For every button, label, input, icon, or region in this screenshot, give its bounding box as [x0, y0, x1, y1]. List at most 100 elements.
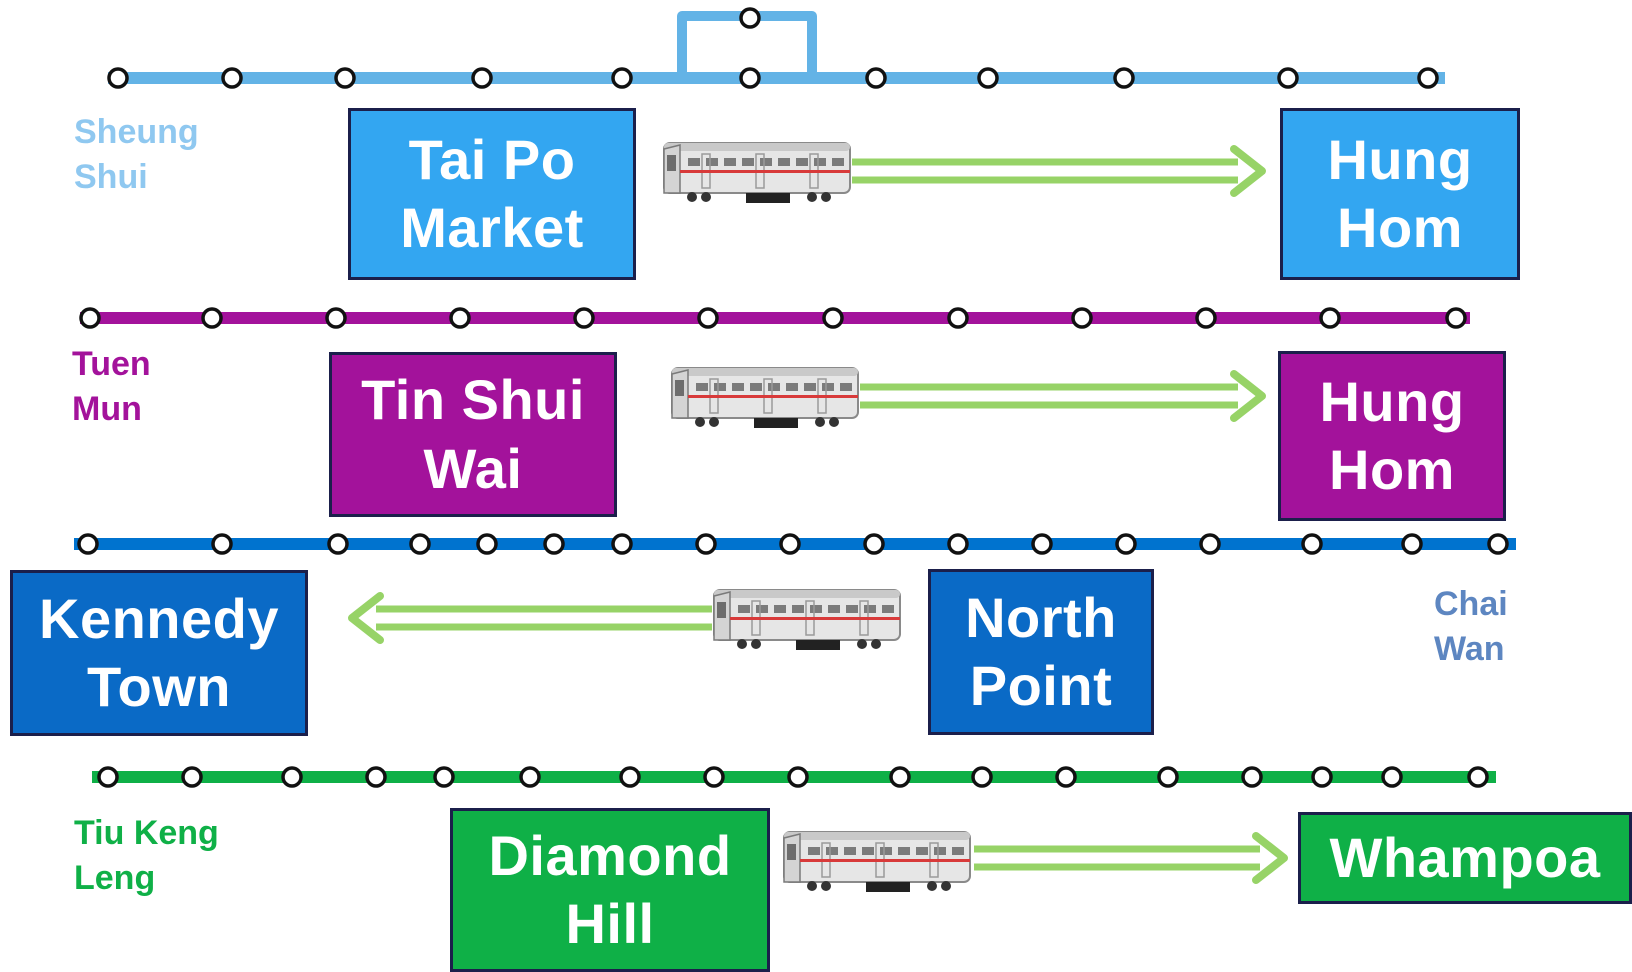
station-box-hung-hom-east-rail[interactable]: Hung Hom — [1280, 108, 1520, 280]
station-name-line-2: Point — [969, 654, 1113, 717]
station-dot[interactable] — [471, 67, 493, 89]
station-dot[interactable] — [221, 67, 243, 89]
station-name-line-1: Tai Po — [408, 127, 576, 191]
station-dot[interactable] — [947, 307, 969, 329]
arrow-right-icon — [852, 145, 1266, 197]
terminus-line-1: Tuen — [72, 345, 151, 383]
terminus-line-1: Sheung — [74, 113, 199, 151]
station-dot[interactable] — [334, 67, 356, 89]
terminus-line-2: Leng — [74, 858, 156, 897]
station-dot[interactable] — [697, 307, 719, 329]
station-dot[interactable] — [889, 766, 911, 788]
station-dot[interactable] — [703, 766, 725, 788]
station-dot[interactable] — [476, 533, 498, 555]
train-icon — [783, 831, 971, 893]
kwun-tong-line — [92, 766, 1496, 788]
station-dot[interactable] — [97, 766, 119, 788]
station-dot[interactable] — [1157, 766, 1179, 788]
station-dot[interactable] — [1319, 307, 1341, 329]
station-dot[interactable] — [325, 307, 347, 329]
station-dot[interactable] — [433, 766, 455, 788]
station-dot[interactable] — [327, 533, 349, 555]
station-name-line-1: Hung — [1319, 369, 1465, 433]
station-dot[interactable] — [619, 766, 641, 788]
station-dot[interactable] — [1195, 307, 1217, 329]
station-dot[interactable] — [1031, 533, 1053, 555]
station-dot[interactable] — [779, 533, 801, 555]
station-dot[interactable] — [409, 533, 431, 555]
station-dot[interactable] — [1487, 533, 1509, 555]
station-dot[interactable] — [1381, 766, 1403, 788]
station-dot[interactable] — [77, 533, 99, 555]
station-box-north-point[interactable]: North Point — [928, 569, 1154, 735]
station-name-line-2: Hom — [1329, 438, 1455, 501]
station-name-line-1: Tin Shui — [361, 368, 585, 432]
station-dot[interactable] — [281, 766, 303, 788]
arrow-right-icon — [860, 370, 1266, 422]
station-dot[interactable] — [739, 67, 761, 89]
station-dot[interactable] — [977, 67, 999, 89]
station-dot[interactable] — [1071, 307, 1093, 329]
station-box-kennedy-town[interactable]: Kennedy Town — [10, 570, 308, 736]
station-dot[interactable] — [1311, 766, 1333, 788]
terminus-label-sheung-shui: Sheung Shui — [74, 110, 199, 200]
tuen-ma-line — [79, 307, 1470, 329]
station-dot[interactable] — [519, 766, 541, 788]
terminus-line-2: Shui — [74, 157, 148, 196]
station-dot[interactable] — [181, 766, 203, 788]
station-dot[interactable] — [1417, 67, 1439, 89]
train-icon — [663, 142, 851, 204]
station-name-line-2: Wai — [423, 436, 523, 500]
station-dot[interactable] — [1115, 533, 1137, 555]
station-name-line-2: Town — [86, 655, 232, 718]
station-box-tin-shui-wai[interactable]: Tin Shui Wai — [329, 352, 617, 517]
station-dot[interactable] — [211, 533, 233, 555]
station-dot[interactable] — [1401, 533, 1423, 555]
station-box-tai-po-market[interactable]: Tai Po Market — [348, 108, 636, 280]
terminus-line-1: Tiu Keng — [74, 814, 219, 852]
terminus-line-2: Wan — [1434, 629, 1505, 668]
station-name-line-1: Whampoa — [1329, 825, 1601, 889]
station-dot[interactable] — [1113, 67, 1135, 89]
station-dot[interactable] — [1241, 766, 1263, 788]
station-dot[interactable] — [787, 766, 809, 788]
station-dot[interactable] — [573, 307, 595, 329]
station-dot[interactable] — [822, 307, 844, 329]
station-dot[interactable] — [947, 533, 969, 555]
terminus-line-2: Mun — [72, 389, 142, 428]
station-dot[interactable] — [865, 67, 887, 89]
station-box-diamond-hill[interactable]: Diamond Hill — [450, 808, 770, 972]
station-name-line-2: Hom — [1337, 196, 1463, 259]
station-dot[interactable] — [1445, 307, 1467, 329]
station-name-line-1: North — [965, 585, 1117, 649]
station-box-whampoa[interactable]: Whampoa — [1298, 812, 1632, 904]
station-dot[interactable] — [1467, 766, 1489, 788]
station-box-hung-hom-tuen-ma[interactable]: Hung Hom — [1278, 351, 1506, 521]
station-dot[interactable] — [79, 307, 101, 329]
station-dot[interactable] — [107, 67, 129, 89]
station-dot[interactable] — [1277, 67, 1299, 89]
terminus-line-1: Chai — [1434, 585, 1508, 623]
arrow-right-icon — [974, 832, 1288, 884]
station-dot[interactable] — [449, 307, 471, 329]
train-icon — [713, 589, 901, 651]
station-dot[interactable] — [611, 533, 633, 555]
east-rail-line — [107, 7, 1445, 89]
station-dot[interactable] — [201, 307, 223, 329]
terminus-label-tuen-mun: Tuen Mun — [72, 342, 151, 432]
island-line — [74, 533, 1516, 555]
station-dot[interactable] — [863, 533, 885, 555]
station-dot[interactable] — [1055, 766, 1077, 788]
station-dot[interactable] — [695, 533, 717, 555]
train-icon — [671, 367, 859, 429]
station-dot[interactable] — [365, 766, 387, 788]
station-dot[interactable] — [611, 67, 633, 89]
station-dot[interactable] — [1199, 533, 1221, 555]
arrow-left-icon — [348, 592, 712, 644]
terminus-label-tiu-keng-leng: Tiu Keng Leng — [74, 811, 219, 901]
station-dot[interactable] — [543, 533, 565, 555]
station-dot[interactable] — [739, 7, 761, 29]
station-dot[interactable] — [971, 766, 993, 788]
station-dot[interactable] — [1301, 533, 1323, 555]
